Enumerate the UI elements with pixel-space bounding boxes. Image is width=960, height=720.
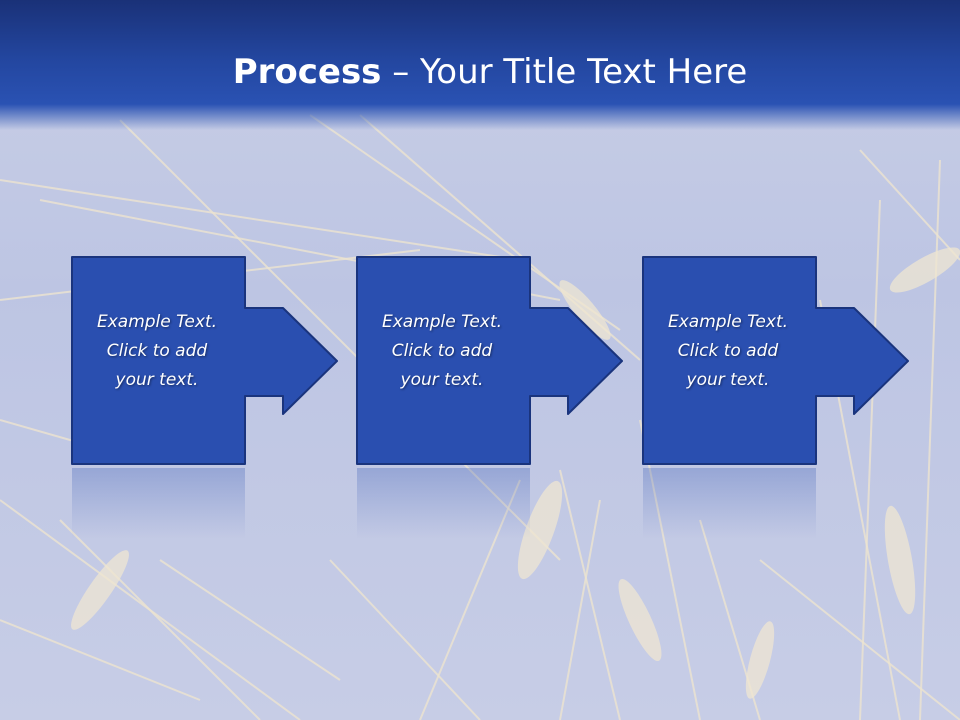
process-step-1[interactable]: Example Text. Click to add your text. [71, 256, 341, 546]
step-3-reflection [643, 468, 816, 538]
step-3-arrow-shape [642, 256, 909, 465]
title-bold: Process [232, 52, 382, 92]
process-step-2[interactable]: Example Text. Click to add your text. [356, 256, 626, 546]
slide-title[interactable]: Process – Your Title Text Here [0, 52, 960, 92]
step-2-arrow-shape [356, 256, 623, 465]
step-2-reflection [357, 468, 530, 538]
title-rest: – Your Title Text Here [381, 52, 748, 92]
step-1-arrow-shape [71, 256, 338, 465]
step-2-text: Example Text. Click to add your text. [381, 312, 503, 390]
title-bar [0, 0, 960, 130]
step-1-reflection [72, 468, 245, 538]
step-1-text: Example Text. Click to add your text. [96, 312, 218, 390]
step-3-text: Example Text. Click to add your text. [667, 312, 789, 390]
process-step-3[interactable]: Example Text. Click to add your text. [642, 256, 912, 546]
